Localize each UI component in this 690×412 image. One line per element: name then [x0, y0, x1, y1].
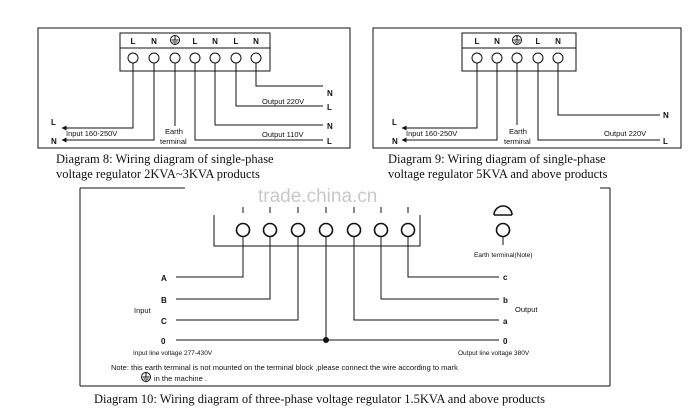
diagram-9 [372, 27, 682, 149]
d8-term-2: N [151, 37, 157, 46]
d8-earth-line2: terminal [160, 137, 187, 146]
d8-input-label: Input 160-250V [66, 129, 117, 138]
d9-term-2: N [494, 37, 500, 46]
d10-input-0: 0 [161, 337, 166, 346]
d10-caption: Diagram 10: Wiring diagram of three-phas… [94, 392, 545, 406]
d8-out1-bottom: L [327, 103, 332, 112]
d9-term-5: N [555, 37, 561, 46]
d10-output-b: b [503, 296, 508, 305]
d10-output-voltage: Output line voltage 380V [458, 350, 530, 357]
d9-output-N: N [663, 111, 669, 120]
d8-out1-top: N [327, 89, 333, 98]
earth-terminal [493, 205, 513, 238]
d8-term-7: N [253, 37, 259, 46]
d8-input-N: N [51, 137, 57, 146]
d9-caption-line2: voltage regulator 5KVA and above product… [388, 167, 608, 181]
watermark: trade.china.cn [258, 186, 377, 207]
diagram-8-screws [127, 52, 262, 64]
d10-input-label: Input [134, 306, 152, 315]
junction-dot [323, 337, 329, 343]
diagram-10-terminal-block [213, 215, 421, 247]
d8-out2-bottom: L [327, 137, 332, 146]
d9-earth-line2: terminal [504, 137, 531, 146]
d10-output-label: Output [515, 305, 538, 314]
d8-input-L: L [51, 118, 56, 127]
d10-input-C: C [161, 317, 167, 326]
d9-input-N: N [392, 137, 398, 146]
d8-out2-top: N [327, 122, 333, 131]
d8-out1-label: Output 220V [262, 97, 304, 106]
earth-icon [170, 35, 180, 45]
d9-input-L: L [392, 118, 397, 127]
d9-earth-line1: Earth [509, 127, 527, 136]
d8-out2-label: Output 110V [262, 130, 304, 139]
d10-output-a: a [503, 317, 508, 326]
d10-output-c: c [503, 273, 508, 282]
d10-input-voltage: Input line voltage 277-430V [133, 350, 213, 357]
diagram-10 [79, 187, 611, 387]
d10-note-line2: in the machine . [154, 374, 207, 383]
d9-caption-line1: Diagram 9: Wiring diagram of single-phas… [388, 152, 606, 166]
d9-input-label: Input 160-250V [406, 129, 457, 138]
diagram-9-frame [372, 27, 682, 149]
diagram-8 [37, 27, 351, 149]
d8-caption-line2: voltage regulator 2KVA~3KVA products [56, 167, 260, 181]
d8-caption-line1: Diagram 8: Wiring diagram of single-phas… [56, 152, 274, 166]
d8-term-4: L [193, 37, 198, 46]
d10-input-B: B [161, 296, 167, 305]
d9-output-label: Output 220V [604, 129, 646, 138]
d10-earth-note: Earth terminal(Note) [474, 252, 533, 259]
earth-icon [141, 372, 151, 382]
diagram-9-terminal-block [461, 32, 577, 72]
d8-term-1: L [131, 37, 136, 46]
diagram-9-screws [471, 52, 564, 64]
diagram-10-screws [235, 222, 416, 238]
d10-note-line1: Note: this earth terminal is not mounted… [111, 363, 458, 372]
diagram-8-frame [37, 27, 351, 149]
d10-output-0: 0 [503, 337, 508, 346]
diagram-8-terminal-labels: L N L N L N [131, 37, 260, 46]
d8-term-6: L [234, 37, 239, 46]
d9-output-L: L [663, 137, 668, 146]
diagram-10-terminal-ticks [242, 207, 409, 213]
d10-input-A: A [161, 274, 167, 283]
d9-term-4: L [536, 37, 541, 46]
earth-icon [512, 35, 522, 45]
d9-term-1: L [475, 37, 480, 46]
d8-term-5: N [212, 37, 218, 46]
d8-earth-line1: Earth [165, 127, 183, 136]
